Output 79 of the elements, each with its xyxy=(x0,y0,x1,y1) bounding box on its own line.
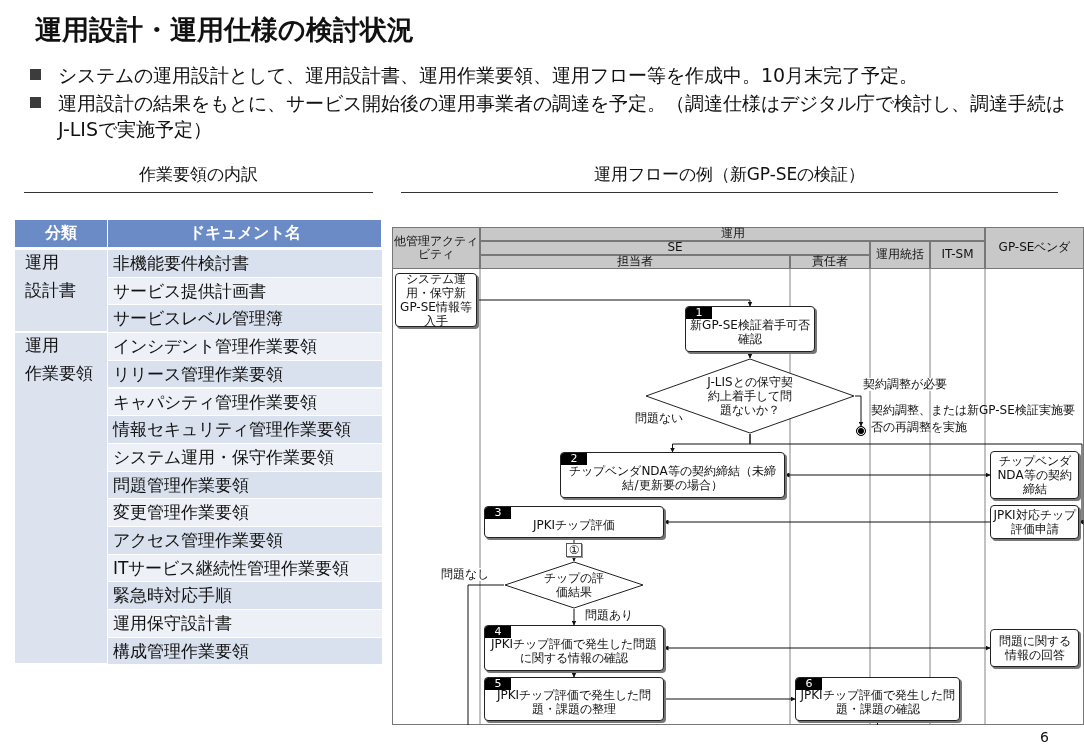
table-cell: インシデント管理作業要領 xyxy=(108,333,382,360)
connector-arrow xyxy=(663,519,991,525)
node-text: JPKIチップ評価で発生した問題に関する情報の確認 xyxy=(489,636,659,665)
step-number: 3 xyxy=(485,507,511,519)
node-text: 新GP-SE検証着手可否確認 xyxy=(689,317,811,346)
table-cell: ITサービス継続性管理作業要領 xyxy=(108,554,382,582)
connector-arrow xyxy=(749,433,1084,525)
connector-arrow xyxy=(571,670,577,678)
table-cell: 変更管理作業要領 xyxy=(108,499,382,526)
section-heading: 作業要領の内訳 xyxy=(138,163,259,186)
table-cell: リリース管理作業要領 xyxy=(108,360,382,388)
table-header-cell: 分類 xyxy=(15,220,107,247)
table-cell: 問題管理作業要領 xyxy=(108,471,382,499)
page-number: 6 xyxy=(1040,729,1049,745)
process-box xyxy=(484,506,664,538)
connector-arrow xyxy=(476,299,753,307)
edge-label: 問題ない xyxy=(634,412,684,426)
table-cell: 構成管理作業要領 xyxy=(108,637,382,665)
lane-header: 運用統括 xyxy=(870,241,930,269)
lane-header: 担当者 xyxy=(480,255,790,269)
node-text: J-LISとの保守契約上着手して問題ないか？ xyxy=(705,375,794,417)
table-cell: キャパシティ管理作業要領 xyxy=(108,388,382,416)
connector-arrow xyxy=(663,645,991,651)
process-box xyxy=(484,625,664,671)
node-text: チップベンダNDA等の契約締結 xyxy=(996,454,1073,496)
table-cell-text: 運用 xyxy=(25,334,59,358)
table-cell: 緊急時対応手順 xyxy=(108,582,382,610)
table-cell: 非機能要件検討書 xyxy=(108,250,382,277)
node-text: 問題に関する情報の回答 xyxy=(997,634,1072,662)
step-number: 6 xyxy=(796,678,822,690)
table-cell: 運用保守設計書 xyxy=(108,610,382,637)
process-box xyxy=(484,677,664,721)
lane-header: IT-SM xyxy=(930,241,985,269)
node-text: チップの評価結果 xyxy=(543,571,605,599)
connector-arrow xyxy=(854,395,864,427)
process-box xyxy=(560,452,785,498)
step-number: 2 xyxy=(561,453,587,465)
step-number: 1 xyxy=(686,307,712,319)
connector-arrow xyxy=(571,608,577,626)
table-header-cell: ドキュメント名 xyxy=(108,220,381,247)
lane-header: GP-SEベンダ xyxy=(985,227,1084,269)
table-cell: サービス提供計画書 xyxy=(108,277,382,305)
process-box xyxy=(685,306,815,352)
node-text: チップベンダNDA等の契約締結（未締結/更新要の場合） xyxy=(568,463,777,492)
end-circle xyxy=(856,426,866,436)
lane-header: SE xyxy=(480,241,870,255)
node-text: JPKIチップ評価で発生した問題・課題の確認 xyxy=(799,687,956,716)
lane-header: 運用 xyxy=(480,227,985,241)
node-text: JPKI対応チップ評価申請 xyxy=(992,508,1078,536)
bullet-text: システムの運用設計として、運用設計書、運用作業要領、運用フロー等を作成中。10月末完了予定。 xyxy=(58,63,920,88)
node-text: ① xyxy=(567,543,581,557)
table-cell: システム運用・保守作業要領 xyxy=(108,443,382,471)
decision-diamond xyxy=(504,561,644,609)
connector-arrow xyxy=(571,556,577,562)
table-cell: サービスレベル管理簿 xyxy=(108,305,382,333)
process-box xyxy=(990,629,1079,667)
table-cell: アクセス管理作業要領 xyxy=(108,527,382,554)
table-cell: 情報セキュリティ管理作業要領 xyxy=(108,416,382,443)
note-text: 契約調整、または新GP-SE検証実施要否の再調整を実施 xyxy=(871,402,1076,436)
node-text: システム運用・保守新GP-SE情報等入手 xyxy=(399,272,473,328)
node-text: JPKIチップ評価 xyxy=(531,517,617,532)
table-cell-text: 作業要領 xyxy=(25,361,93,385)
section-heading: 運用フローの例（新GP-SEの検証） xyxy=(592,163,867,186)
lane-header: 責任者 xyxy=(790,255,870,269)
title: 運用設計・運用仕様の検討状況 xyxy=(35,13,414,47)
node-text: JPKIチップ評価で発生した問題・課題の整理 xyxy=(495,687,653,716)
edge-label: 契約調整が必要 xyxy=(862,378,948,392)
table-cell-text: 運用 xyxy=(25,251,59,274)
connector-arrow xyxy=(663,696,796,702)
edge-label: 問題なし xyxy=(440,568,490,582)
connector-arrow xyxy=(747,351,753,359)
connector-arrow xyxy=(784,472,991,478)
bullet-text: 運用設計の結果をもとに、サービス開始後の運用事業者の調達を予定。（調達仕様はデジタル庁で検討し、調達手続はJ-LISで実施予定） xyxy=(58,91,1066,142)
process-box xyxy=(795,677,960,721)
lane-header: 他管理アクティビティ xyxy=(392,227,480,269)
process-box xyxy=(990,451,1079,499)
step-number: 5 xyxy=(485,678,511,690)
table-cell-text: 設計書 xyxy=(25,278,76,302)
step-number: 4 xyxy=(485,626,511,638)
